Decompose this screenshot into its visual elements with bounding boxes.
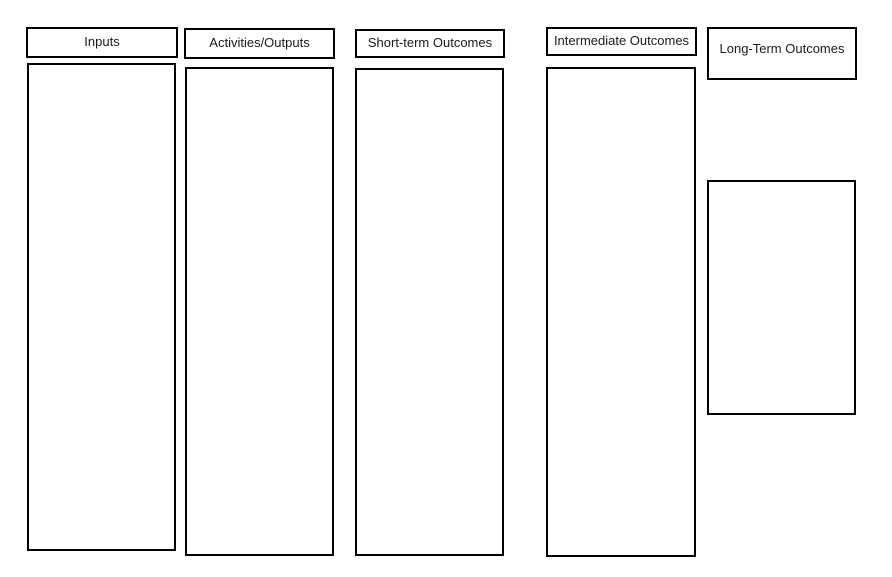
- intermediate-outcomes-content-box[interactable]: [546, 67, 696, 557]
- inputs-content-box[interactable]: [27, 63, 176, 551]
- short-term-outcomes-header-label: Short-term Outcomes: [367, 35, 493, 51]
- long-term-outcomes-content-box[interactable]: [707, 180, 856, 415]
- inputs-header-box[interactable]: Inputs: [26, 27, 178, 58]
- long-term-outcomes-header-box[interactable]: Long-Term Outcomes: [707, 27, 857, 80]
- short-term-outcomes-header-box[interactable]: Short-term Outcomes: [355, 29, 505, 58]
- inputs-header-label: Inputs: [84, 34, 120, 50]
- intermediate-outcomes-header-box[interactable]: Intermediate Outcomes: [546, 27, 697, 56]
- activities-outputs-content-box[interactable]: [185, 67, 334, 556]
- activities-outputs-header-label: Activities/Outputs: [209, 35, 310, 51]
- activities-outputs-header-box[interactable]: Activities/Outputs: [184, 28, 335, 59]
- short-term-outcomes-content-box[interactable]: [355, 68, 504, 556]
- intermediate-outcomes-header-label: Intermediate Outcomes: [553, 33, 690, 49]
- long-term-outcomes-header-label: Long-Term Outcomes: [719, 40, 845, 56]
